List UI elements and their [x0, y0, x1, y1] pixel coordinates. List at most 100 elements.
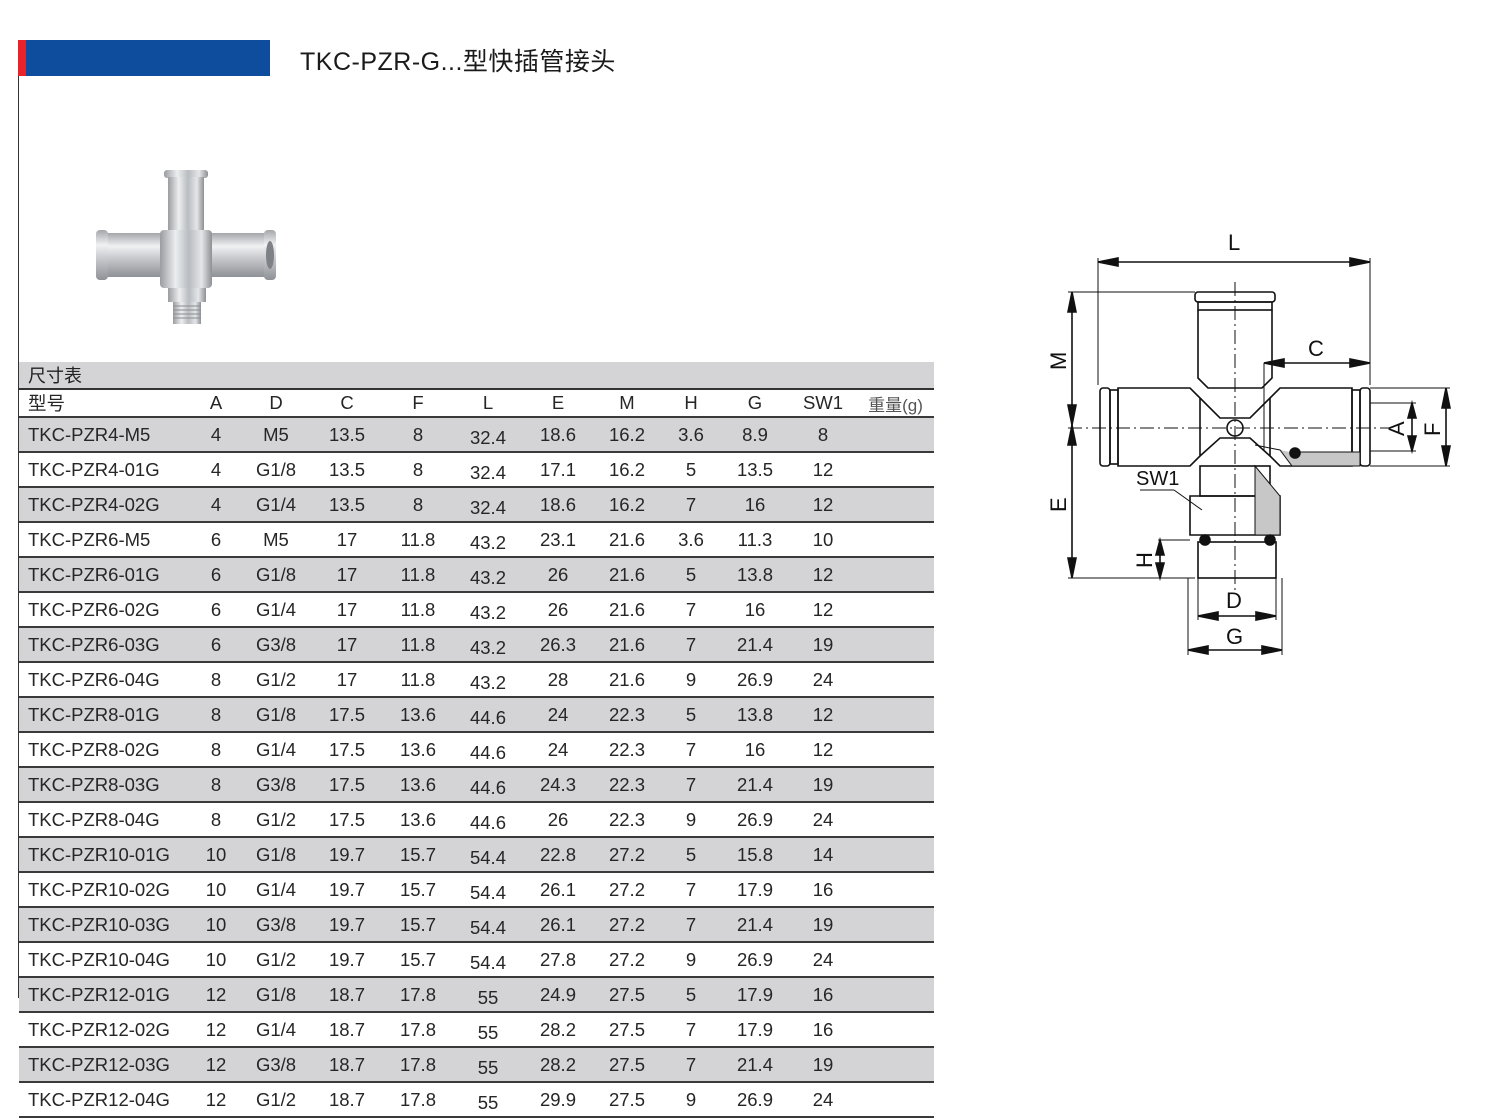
cell-c: 18.7: [311, 977, 383, 1013]
cell-model: TKC-PZR12-03G: [19, 1047, 191, 1083]
cell-d: G1/8: [241, 697, 311, 733]
cell-model: TKC-PZR10-03G: [19, 907, 191, 943]
cell-c: 13.5: [311, 417, 383, 453]
cell-g: 16: [721, 592, 789, 628]
cell-sw1: 16: [789, 977, 857, 1013]
cell-l: 43.2: [453, 592, 523, 628]
cell-c: 19.7: [311, 872, 383, 908]
cell-h: 7: [661, 767, 721, 803]
cell-weight: [857, 662, 934, 698]
cell-sw1: 19: [789, 767, 857, 803]
cell-weight: [857, 837, 934, 873]
cell-g: 13.8: [721, 697, 789, 733]
cell-g: 17.9: [721, 1012, 789, 1048]
cell-h: 9: [661, 942, 721, 978]
cell-d: G1/8: [241, 837, 311, 873]
cell-c: 17.5: [311, 767, 383, 803]
cell-model: TKC-PZR10-04G: [19, 942, 191, 978]
cell-weight: [857, 907, 934, 943]
cell-e: 17.1: [523, 452, 593, 488]
cell-weight: [857, 522, 934, 558]
column-header-f: F: [383, 390, 453, 418]
dim-label-e: E: [1046, 497, 1071, 512]
cell-l: 55: [453, 977, 523, 1013]
cell-model: TKC-PZR6-01G: [19, 557, 191, 593]
cell-a: 10: [191, 872, 241, 908]
cell-h: 7: [661, 732, 721, 768]
cell-model: TKC-PZR12-02G: [19, 1012, 191, 1048]
cell-d: G3/8: [241, 767, 311, 803]
cell-c: 13.5: [311, 452, 383, 488]
cell-h: 5: [661, 557, 721, 593]
cell-c: 17.5: [311, 697, 383, 733]
cell-a: 8: [191, 767, 241, 803]
column-header-m: M: [593, 390, 661, 418]
cell-f: 13.6: [383, 697, 453, 733]
cell-a: 8: [191, 697, 241, 733]
cell-d: M5: [241, 417, 311, 453]
cell-l: 43.2: [453, 662, 523, 698]
cell-h: 7: [661, 907, 721, 943]
cell-h: 3.6: [661, 522, 721, 558]
cell-sw1: 12: [789, 592, 857, 628]
cell-f: 11.8: [383, 557, 453, 593]
cell-m: 21.6: [593, 522, 661, 558]
cell-c: 17: [311, 557, 383, 593]
cell-sw1: 24: [789, 1082, 857, 1118]
cell-c: 19.7: [311, 907, 383, 943]
cell-weight: [857, 697, 934, 733]
cell-m: 22.3: [593, 697, 661, 733]
cell-c: 19.7: [311, 837, 383, 873]
cell-l: 54.4: [453, 942, 523, 978]
cell-d: G1/2: [241, 802, 311, 838]
cell-weight: [857, 732, 934, 768]
cell-g: 11.3: [721, 522, 789, 558]
page-left-rule: [18, 40, 19, 998]
cell-m: 21.6: [593, 592, 661, 628]
cell-sw1: 24: [789, 802, 857, 838]
dim-label-f: F: [1420, 423, 1445, 436]
header-banner: [18, 40, 270, 76]
cell-m: 27.5: [593, 1047, 661, 1083]
cell-e: 24.9: [523, 977, 593, 1013]
cell-h: 7: [661, 592, 721, 628]
cell-f: 11.8: [383, 522, 453, 558]
cell-l: 44.6: [453, 732, 523, 768]
dim-label-g: G: [1226, 624, 1243, 649]
cell-a: 12: [191, 977, 241, 1013]
column-header-sw1: SW1: [789, 390, 857, 418]
cell-l: 44.6: [453, 767, 523, 803]
cell-model: TKC-PZR4-M5: [19, 417, 191, 453]
cell-l: 43.2: [453, 522, 523, 558]
cell-model: TKC-PZR12-01G: [19, 977, 191, 1013]
dim-label-d: D: [1226, 588, 1242, 613]
cell-model: TKC-PZR8-01G: [19, 697, 191, 733]
cell-e: 23.1: [523, 522, 593, 558]
cell-f: 15.7: [383, 942, 453, 978]
cell-g: 13.5: [721, 452, 789, 488]
dim-label-h: H: [1132, 552, 1157, 568]
cell-g: 26.9: [721, 942, 789, 978]
cell-a: 4: [191, 417, 241, 453]
cell-weight: [857, 802, 934, 838]
cell-c: 17: [311, 522, 383, 558]
dim-label-l: L: [1228, 230, 1240, 255]
cell-f: 15.7: [383, 837, 453, 873]
cell-model: TKC-PZR6-03G: [19, 627, 191, 663]
cell-f: 15.7: [383, 907, 453, 943]
cell-h: 9: [661, 1082, 721, 1118]
cell-sw1: 14: [789, 837, 857, 873]
cell-c: 17.5: [311, 732, 383, 768]
cell-d: G1/4: [241, 872, 311, 908]
dimension-table: 尺寸表 型号 A D C F L E M H G SW1 重量(g) TKC-P…: [19, 362, 934, 1118]
cell-sw1: 12: [789, 557, 857, 593]
cell-a: 4: [191, 452, 241, 488]
cell-d: G1/8: [241, 557, 311, 593]
cell-g: 21.4: [721, 1047, 789, 1083]
